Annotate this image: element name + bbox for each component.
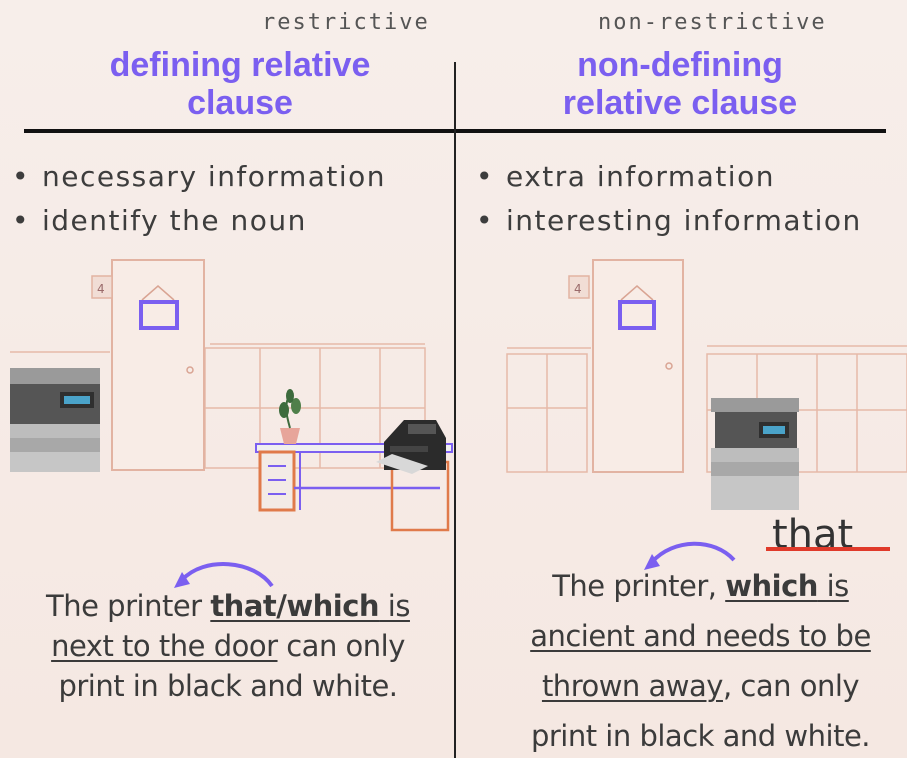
- photocopier-icon: [711, 398, 799, 510]
- left-title-line1: defining relative: [109, 46, 371, 84]
- right-sentence-line4: print in black and white.: [530, 719, 871, 753]
- right-bullet-1: •extra information: [476, 160, 775, 193]
- strike-through-line: [766, 547, 890, 551]
- right-example-sentence: The printer, which is ancient and needs …: [494, 566, 907, 756]
- left-title: defining relative clause: [40, 46, 440, 122]
- photocopier-icon: [10, 368, 100, 472]
- printer-icon: [376, 420, 446, 474]
- potted-plant-icon: [279, 389, 301, 444]
- right-kicker: non-restrictive: [598, 10, 827, 35]
- right-title-line1: non-defining: [577, 46, 783, 84]
- right-sentence-line1: The printer, which is: [552, 569, 849, 603]
- left-kicker: restrictive: [262, 10, 430, 35]
- left-bullet-1: •necessary information: [12, 160, 387, 193]
- right-bullet-2: •interesting information: [476, 204, 862, 237]
- left-sentence-line1: The printer that/which is: [46, 589, 410, 623]
- right-title: non-defining relative clause: [510, 46, 850, 122]
- right-office-illustration: 4: [506, 259, 907, 510]
- struck-word-that: that: [772, 512, 854, 558]
- right-curved-arrow-icon: [644, 541, 736, 570]
- left-example-sentence: The printer that/which is next to the do…: [10, 586, 446, 706]
- left-curved-arrow-icon: [174, 562, 274, 588]
- right-sentence-line2: ancient and needs to be: [530, 619, 871, 653]
- door-sign-number: 4: [97, 282, 105, 296]
- left-sentence-line2: next to the door can only: [51, 629, 405, 663]
- bullet-dot-icon: •: [476, 160, 495, 193]
- right-title-line2: relative clause: [562, 84, 798, 122]
- left-title-line2: clause: [187, 84, 293, 122]
- bullet-dot-icon: •: [12, 204, 31, 237]
- left-sentence-line3: print in black and white.: [58, 669, 398, 703]
- left-office-illustration: 4: [10, 259, 453, 532]
- bullet-dot-icon: •: [12, 160, 31, 193]
- door-sign-number: 4: [574, 282, 582, 296]
- bullet-dot-icon: •: [476, 204, 495, 237]
- column-divider: [454, 62, 456, 758]
- right-sentence-line3: thrown away, can only: [541, 669, 860, 703]
- relative-pronoun: which: [725, 569, 818, 603]
- relative-pronoun: that/which: [210, 589, 380, 623]
- left-bullet-2: •identify the noun: [12, 204, 307, 237]
